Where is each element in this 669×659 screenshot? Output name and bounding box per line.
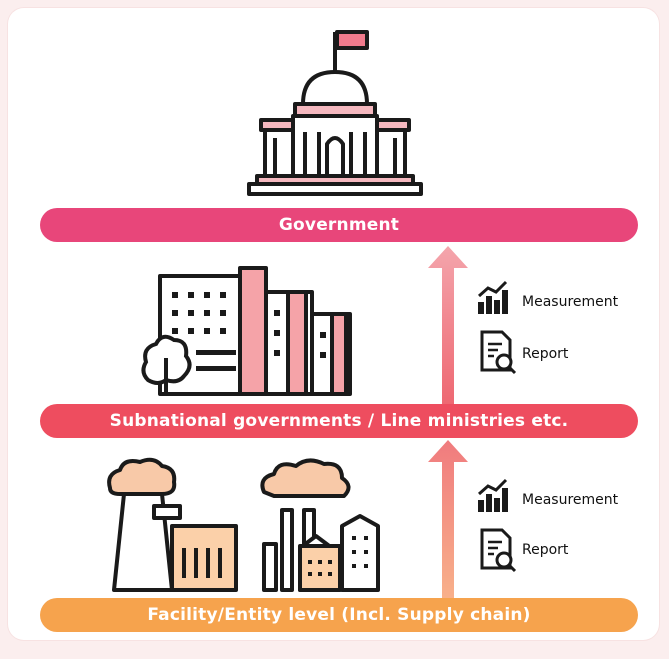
lower-report-label: Report — [522, 542, 569, 558]
factory-icon — [107, 457, 380, 592]
government-building-icon — [247, 30, 423, 196]
upper-report-label: Report — [522, 346, 569, 362]
bar-chart-icon — [478, 478, 508, 512]
office-buildings-icon — [141, 266, 352, 396]
report-search-icon — [480, 528, 517, 573]
bar-chart-icon — [478, 280, 508, 314]
upward-arrow-lower — [428, 440, 468, 598]
subnational-level-bar: Subnational governments / Line ministrie… — [40, 404, 638, 438]
report-search-icon — [480, 330, 517, 375]
upper-measurement-label: Measurement — [522, 294, 619, 310]
subnational-label: Subnational governments / Line ministrie… — [109, 411, 569, 431]
facility-label: Facility/Entity level (Incl. Supply chai… — [147, 605, 531, 625]
lower-measurement-label: Measurement — [522, 492, 619, 508]
government-label: Government — [278, 215, 400, 235]
upward-arrow-upper — [428, 246, 468, 404]
government-level-bar: Government — [40, 208, 638, 242]
facility-level-bar: Facility/Entity level (Incl. Supply chai… — [40, 598, 638, 632]
